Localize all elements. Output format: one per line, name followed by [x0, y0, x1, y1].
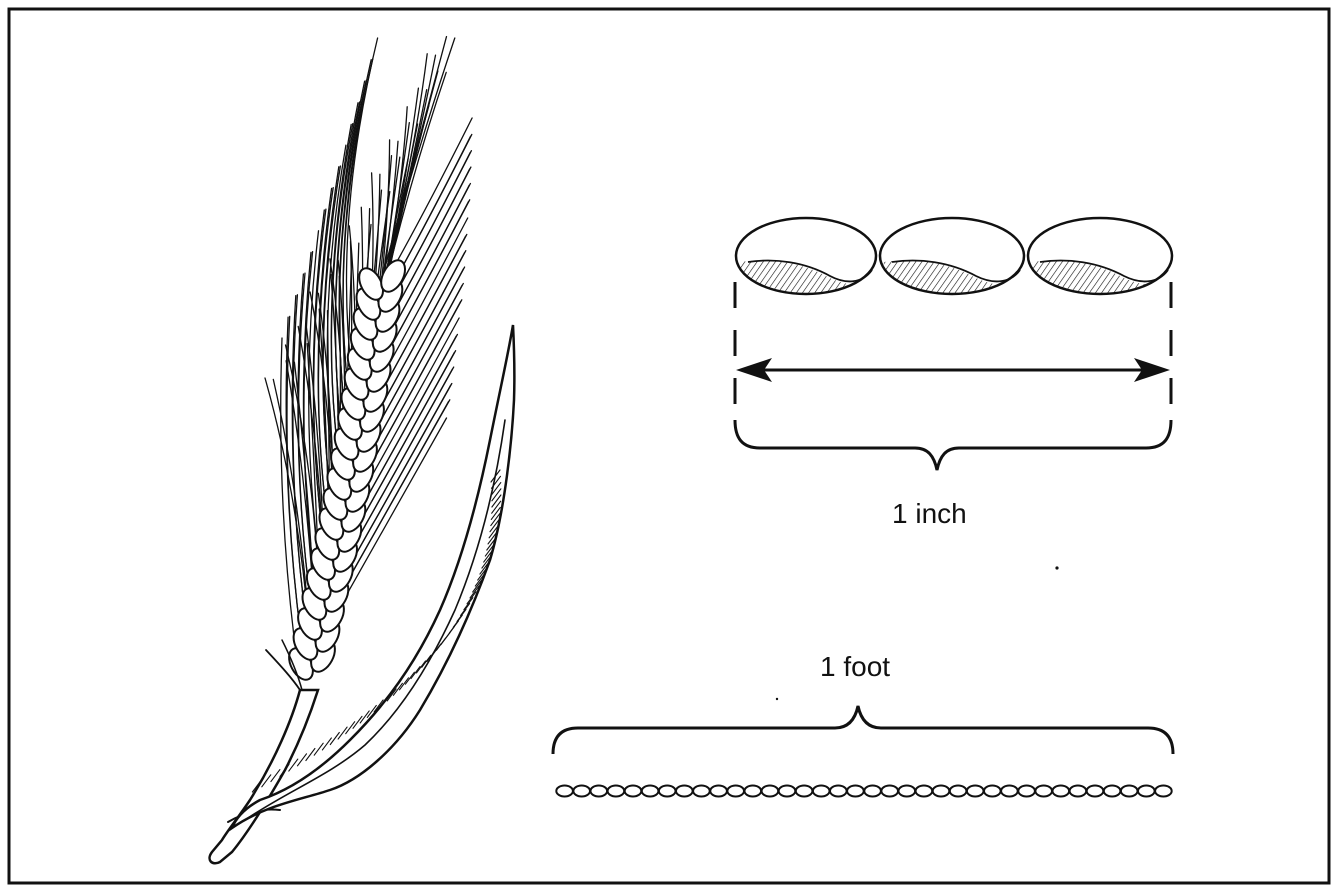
foot-grain — [1070, 786, 1087, 797]
foot-grain — [745, 786, 762, 797]
foot-grain — [608, 786, 625, 797]
foot-grain — [1053, 786, 1070, 797]
leaf-hatch — [314, 743, 323, 755]
leaf-hatch — [322, 738, 331, 750]
foot-grain — [1018, 786, 1035, 797]
foot-grain — [1104, 786, 1121, 797]
foot-grains-row — [556, 786, 1171, 797]
foot-grain — [796, 786, 813, 797]
foot-grain — [950, 786, 967, 797]
foot-grain — [625, 786, 642, 797]
speck — [776, 698, 778, 700]
wheat-ear-icon — [210, 37, 515, 864]
stem — [210, 690, 318, 863]
leaf-hatch — [298, 754, 307, 766]
inch-grains-group — [736, 218, 1172, 300]
foot-grain — [573, 786, 590, 797]
foot-grain — [693, 786, 710, 797]
foot-grain — [762, 786, 779, 797]
foot-grain — [899, 786, 916, 797]
grain-kernel-icon — [880, 218, 1024, 300]
foot-grain — [676, 786, 693, 797]
speck — [1055, 566, 1058, 569]
foot-grain — [967, 786, 984, 797]
foot-label: 1 foot — [820, 651, 890, 683]
foot-grain — [847, 786, 864, 797]
diagram-border — [9, 9, 1329, 883]
foot-grain — [1121, 786, 1138, 797]
inch-label: 1 inch — [892, 498, 967, 530]
foot-grain — [556, 786, 573, 797]
foot-grain — [779, 786, 796, 797]
foot-grain — [1138, 786, 1155, 797]
foot-grain — [881, 786, 898, 797]
foot-grain — [864, 786, 881, 797]
foot-grain — [933, 786, 950, 797]
grain-kernel-icon — [736, 218, 876, 300]
foot-grain — [659, 786, 676, 797]
foot-grain — [1035, 786, 1052, 797]
foot-grain — [1155, 786, 1172, 797]
foot-grain — [710, 786, 727, 797]
foot-grain — [916, 786, 933, 797]
foot-grain — [642, 786, 659, 797]
foot-grain — [591, 786, 608, 797]
inch-double-arrow — [736, 358, 1170, 382]
leaf-hatch — [306, 749, 315, 761]
foot-grain — [1087, 786, 1104, 797]
foot-grain — [1001, 786, 1018, 797]
grain-kernel-icon — [1028, 218, 1172, 300]
inch-brace — [735, 420, 1171, 470]
foot-brace — [553, 706, 1173, 754]
foot-grain — [830, 786, 847, 797]
foot-grain — [813, 786, 830, 797]
foot-grain — [727, 786, 744, 797]
foot-grain — [984, 786, 1001, 797]
